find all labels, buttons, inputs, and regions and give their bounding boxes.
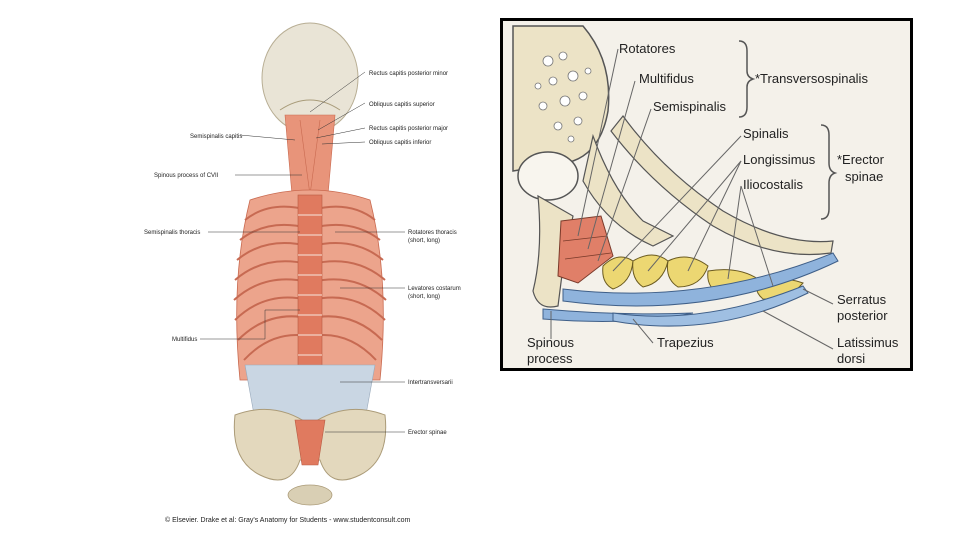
label-trapezius: Trapezius (657, 335, 714, 350)
label-spinous-line2: process (527, 351, 573, 366)
label-semispinalis: Semispinalis (653, 99, 726, 114)
label-erector-spinae-line2: spinae (845, 169, 883, 184)
back-muscles-illustration: Rectus capitis posterior minor Obliquus … (144, 22, 461, 506)
label-rectus-capitis-posterior-major: Rectus capitis posterior major (369, 126, 448, 132)
rib (610, 115, 834, 256)
label-intertransversarii: Intertransversarii (408, 380, 453, 386)
label-spinalis: Spinalis (743, 126, 789, 141)
latissimus-dorsi-muscle (612, 285, 809, 327)
label-spinous-process-cvii: Spinous process of CVII (154, 173, 219, 179)
neck-muscles (284, 114, 336, 196)
label-latissimus-line2: dorsi (837, 351, 865, 366)
label-rotatores-thoracis: Rotatores thoracis (408, 230, 457, 236)
label-erector-spinae-line1: *Erector (837, 152, 885, 167)
transverse-process (582, 133, 675, 247)
label-obliquus-capitis-inferior: Obliquus capitis inferior (369, 140, 431, 146)
label-serratus-line2: posterior (837, 308, 888, 323)
label-semispinalis-thoracis: Semispinalis thoracis (144, 230, 200, 236)
label-transversospinalis: *Transversospinalis (755, 71, 868, 86)
label-levatores-costarum-sub: (short, long) (408, 294, 440, 300)
label-longissimus: Longissimus (743, 152, 816, 167)
label-iliocostalis: Iliocostalis (743, 177, 803, 192)
label-levatores-costarum: Levatores costarum (408, 286, 461, 292)
label-latissimus-line1: Latissimus (837, 335, 899, 350)
erector-spinae-muscles (602, 254, 804, 300)
cross-section-panel: Rotatores Multifidus Semispinalis *Trans… (500, 18, 913, 371)
spinal-canal (517, 151, 579, 201)
label-semispinalis-capitis: Semispinalis capitis (190, 134, 242, 140)
label-multifidus-section: Multifidus (639, 71, 694, 86)
label-erector-spinae: Erector spinae (408, 430, 447, 436)
label-rotatores: Rotatores (619, 41, 676, 56)
serratus-posterior-muscle (562, 252, 839, 307)
label-serratus-line1: Serratus (837, 292, 887, 307)
transversospinalis-muscle (557, 215, 614, 284)
label-multifidus: Multifidus (172, 337, 197, 343)
label-rectus-capitis-posterior-minor: Rectus capitis posterior minor (369, 71, 448, 77)
label-rotatores-thoracis-sub: (short, long) (408, 238, 440, 244)
label-spinous-line1: Spinous (527, 335, 574, 350)
image-credit: © Elsevier. Drake et al: Gray's Anatomy … (165, 517, 411, 524)
cross-section-diagram: Rotatores Multifidus Semispinalis *Trans… (512, 25, 899, 366)
label-obliquus-capitis-superior: Obliquus capitis superior (369, 102, 435, 108)
